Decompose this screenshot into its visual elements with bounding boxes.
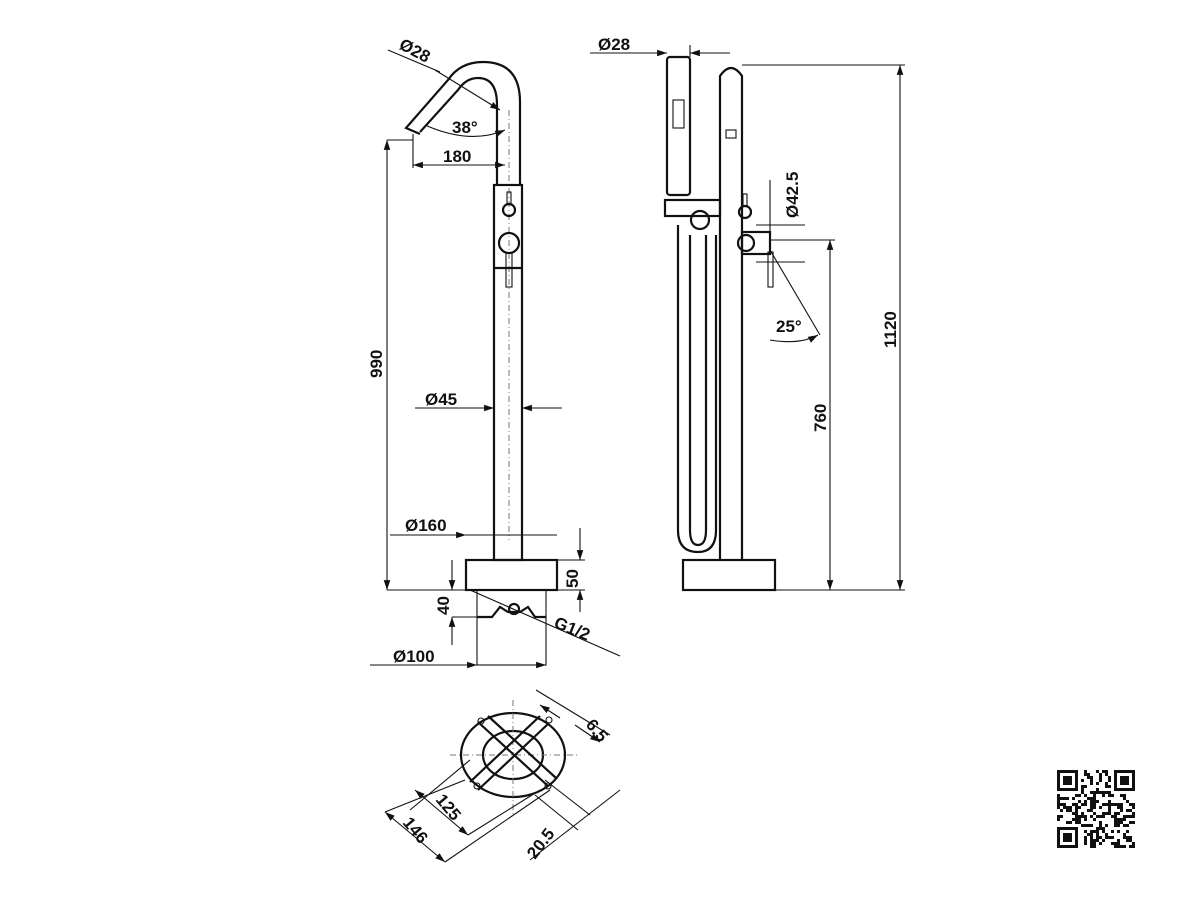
side-view: Ø28 Ø42.5 25° 760 1120 <box>590 35 905 592</box>
side-diverter <box>737 204 753 220</box>
total-height-label: 1120 <box>881 311 900 348</box>
base <box>464 558 559 666</box>
base-height-label: 50 <box>563 569 582 588</box>
spout <box>404 60 522 540</box>
plan-view: 6.5 125 146 20.5 <box>384 689 621 863</box>
arm-width-label: 20.5 <box>523 825 558 863</box>
qr-code[interactable] <box>1057 770 1135 848</box>
base-diameter-label: Ø160 <box>405 516 447 535</box>
plan-dimension-lines <box>384 689 621 863</box>
side-dimension-lines <box>590 45 905 591</box>
lever-angle-label: 25° <box>776 317 802 336</box>
spout-height-label: 990 <box>367 350 386 378</box>
side-body <box>718 66 744 560</box>
spout-angle-label: 38° <box>452 118 478 137</box>
hole-diameter-label: 6.5 <box>582 715 612 745</box>
thread-label: G1/2 <box>552 613 593 644</box>
connector-height-label: 40 <box>434 596 453 615</box>
hand-shower <box>665 55 692 197</box>
outer-spacing-label: 146 <box>399 813 432 847</box>
inner-spacing-label: 125 <box>432 790 465 824</box>
hand-shower-diameter-label: Ø28 <box>598 35 630 54</box>
dimension-lines <box>370 49 621 669</box>
handle-height-label: 760 <box>811 404 830 432</box>
spout-reach-label: 180 <box>443 147 471 166</box>
side-base <box>681 558 777 592</box>
body-diameter-label: Ø45 <box>425 390 457 409</box>
faucet-body <box>492 183 524 562</box>
handle-diameter-label: Ø42.5 <box>783 172 802 218</box>
hose <box>688 235 708 547</box>
shower-head-grid <box>672 99 685 129</box>
mixer-lever <box>505 252 513 288</box>
front-view: Ø28 38° 180 990 Ø45 Ø160 50 40 G1/2 Ø100 <box>367 35 621 669</box>
connector-diameter-label: Ø100 <box>393 647 435 666</box>
